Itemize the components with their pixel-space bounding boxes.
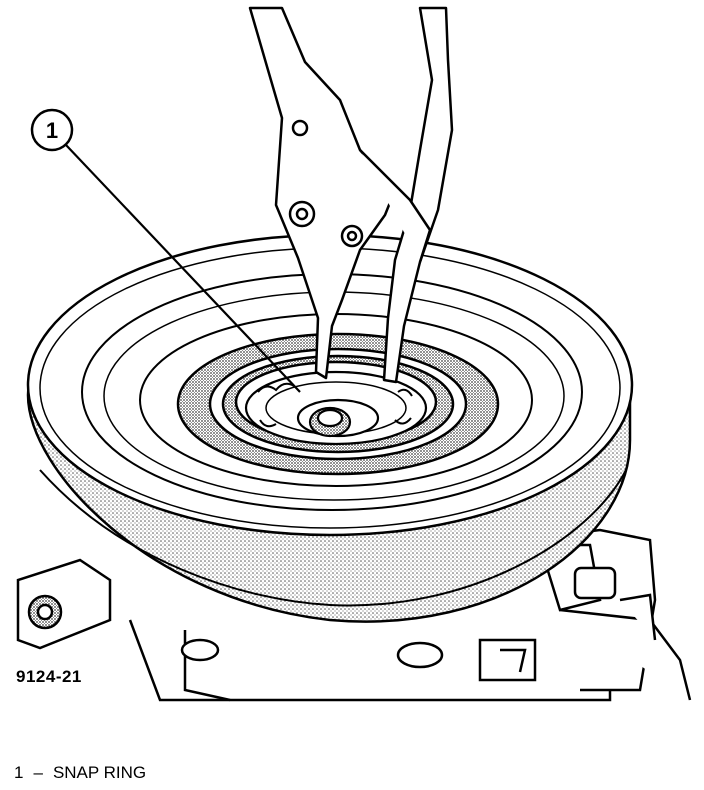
snap-ring-pliers (248, 6, 454, 384)
legend-number: 1 (14, 763, 24, 782)
legend-label: SNAP RING (52, 763, 147, 782)
snap-ring (244, 370, 428, 446)
figure-id: 9124-21 (16, 667, 82, 686)
callout-leader-line (65, 144, 301, 393)
callout-number: 1 (46, 118, 58, 143)
callout-circle (30, 108, 74, 152)
callout-1: 1 (30, 108, 301, 393)
legend-item: 1–SNAP RING (14, 763, 146, 783)
legend-separator: – (33, 763, 43, 782)
